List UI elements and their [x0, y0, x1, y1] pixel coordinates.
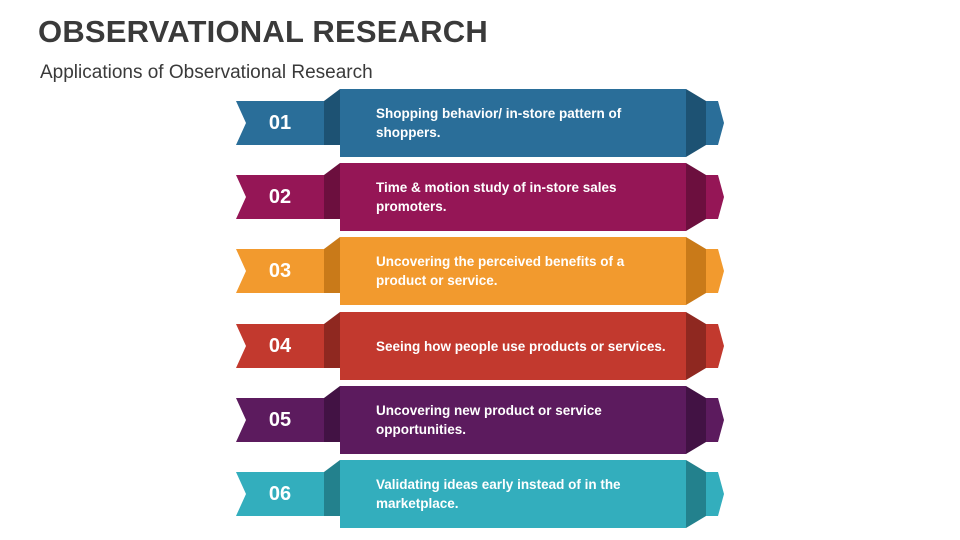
ribbon-right-fold — [686, 237, 706, 305]
ribbon-left-tab — [236, 324, 324, 368]
ribbon-item-3: 03 Uncovering the perceived benefits of … — [236, 237, 726, 305]
item-text: Shopping behavior/ in-store pattern of s… — [376, 106, 622, 140]
ribbon-band — [340, 386, 686, 454]
item-text: Uncovering the perceived benefits of a p… — [376, 254, 625, 288]
ribbon-item-5: 05 Uncovering new product or service opp… — [236, 386, 726, 454]
ribbon-right-fold — [686, 312, 706, 380]
ribbon-left-tab — [236, 175, 324, 219]
ribbon-left-fold — [324, 163, 340, 219]
item-text: Validating ideas early instead of in the… — [376, 477, 621, 511]
ribbon-left-tab — [236, 472, 324, 516]
ribbon-right-fold — [686, 386, 706, 454]
ribbon-item-6: 06 Validating ideas early instead of in … — [236, 460, 726, 528]
ribbon-band — [340, 163, 686, 231]
ribbon-left-fold — [324, 312, 340, 368]
ribbon-band — [340, 312, 686, 380]
ribbon-shape — [236, 237, 724, 305]
ribbon-left-tab — [236, 101, 324, 145]
ribbon-band — [340, 89, 686, 157]
ribbon-right-tip — [706, 472, 724, 516]
ribbon-left-tab — [236, 398, 324, 442]
item-number: 03 — [268, 260, 292, 282]
item-text: Uncovering new product or service opport… — [376, 403, 602, 437]
ribbon-item-2: 02 Time & motion study of in-store sales… — [236, 163, 726, 231]
slide-subtitle: Applications of Observational Research — [40, 62, 373, 83]
ribbon-item-4: 04 Seeing how people use products or ser… — [236, 312, 726, 380]
item-number: 01 — [268, 112, 292, 134]
ribbon-left-fold — [324, 89, 340, 145]
item-number: 05 — [268, 409, 292, 431]
ribbon-right-tip — [706, 101, 724, 145]
ribbon-left-tab — [236, 249, 324, 293]
ribbon-shape — [236, 460, 724, 528]
slide-title: OBSERVATIONAL RESEARCH — [38, 14, 488, 49]
ribbon-right-tip — [706, 175, 724, 219]
item-text: Time & motion study of in-store sales pr… — [376, 180, 617, 214]
ribbon-band — [340, 237, 686, 305]
ribbon-left-fold — [324, 460, 340, 516]
item-number: 02 — [268, 186, 292, 208]
ribbon-shape — [236, 163, 724, 231]
ribbon-left-fold — [324, 237, 340, 293]
item-text: Seeing how people use products or servic… — [376, 338, 666, 354]
ribbon-right-tip — [706, 249, 724, 293]
ribbon-right-tip — [706, 398, 724, 442]
item-number: 04 — [268, 335, 292, 357]
ribbon-shape — [236, 386, 724, 454]
ribbon-shape — [236, 312, 724, 380]
item-number: 06 — [268, 483, 292, 505]
ribbon-item-1: 01 Shopping behavior/ in-store pattern o… — [236, 89, 726, 157]
ribbon-shape — [236, 89, 724, 157]
ribbon-band — [340, 460, 686, 528]
ribbon-right-tip — [706, 324, 724, 368]
ribbon-right-fold — [686, 460, 706, 528]
ribbon-right-fold — [686, 163, 706, 231]
ribbon-left-fold — [324, 386, 340, 442]
ribbon-right-fold — [686, 89, 706, 157]
